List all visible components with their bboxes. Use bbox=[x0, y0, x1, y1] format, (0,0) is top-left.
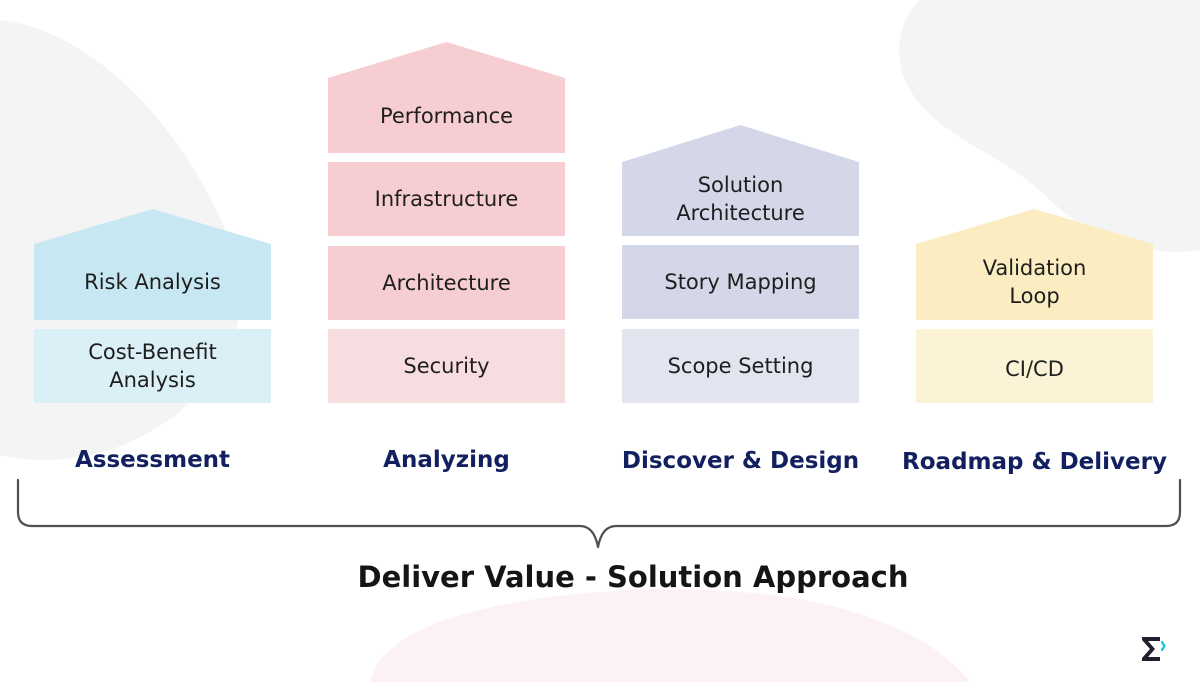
block-ci-cd: CI/CD bbox=[916, 329, 1153, 403]
block-validation-loop: Validation Loop bbox=[916, 244, 1153, 320]
label-discover-design: Discover & Design bbox=[621, 448, 860, 474]
block-architecture: Architecture bbox=[328, 246, 565, 320]
diagram-title: Deliver Value - Solution Approach bbox=[357, 560, 909, 594]
sigma-logo-icon bbox=[1142, 637, 1166, 661]
block-infrastructure: Infrastructure bbox=[328, 162, 565, 236]
column-analyzing: Performance Infrastructure Architecture … bbox=[328, 42, 565, 403]
column-discover-design: Solution Architecture Story Mapping Scop… bbox=[622, 125, 859, 403]
block-security: Security bbox=[328, 329, 565, 403]
label-analyzing: Analyzing bbox=[383, 447, 510, 473]
block-solution-architecture: Solution Architecture bbox=[622, 162, 859, 236]
block-performance: Performance bbox=[328, 78, 565, 153]
block-story-mapping: Story Mapping bbox=[622, 245, 859, 319]
block-scope-setting: Scope Setting bbox=[622, 329, 859, 403]
label-roadmap-delivery: Roadmap & Delivery bbox=[902, 449, 1167, 475]
